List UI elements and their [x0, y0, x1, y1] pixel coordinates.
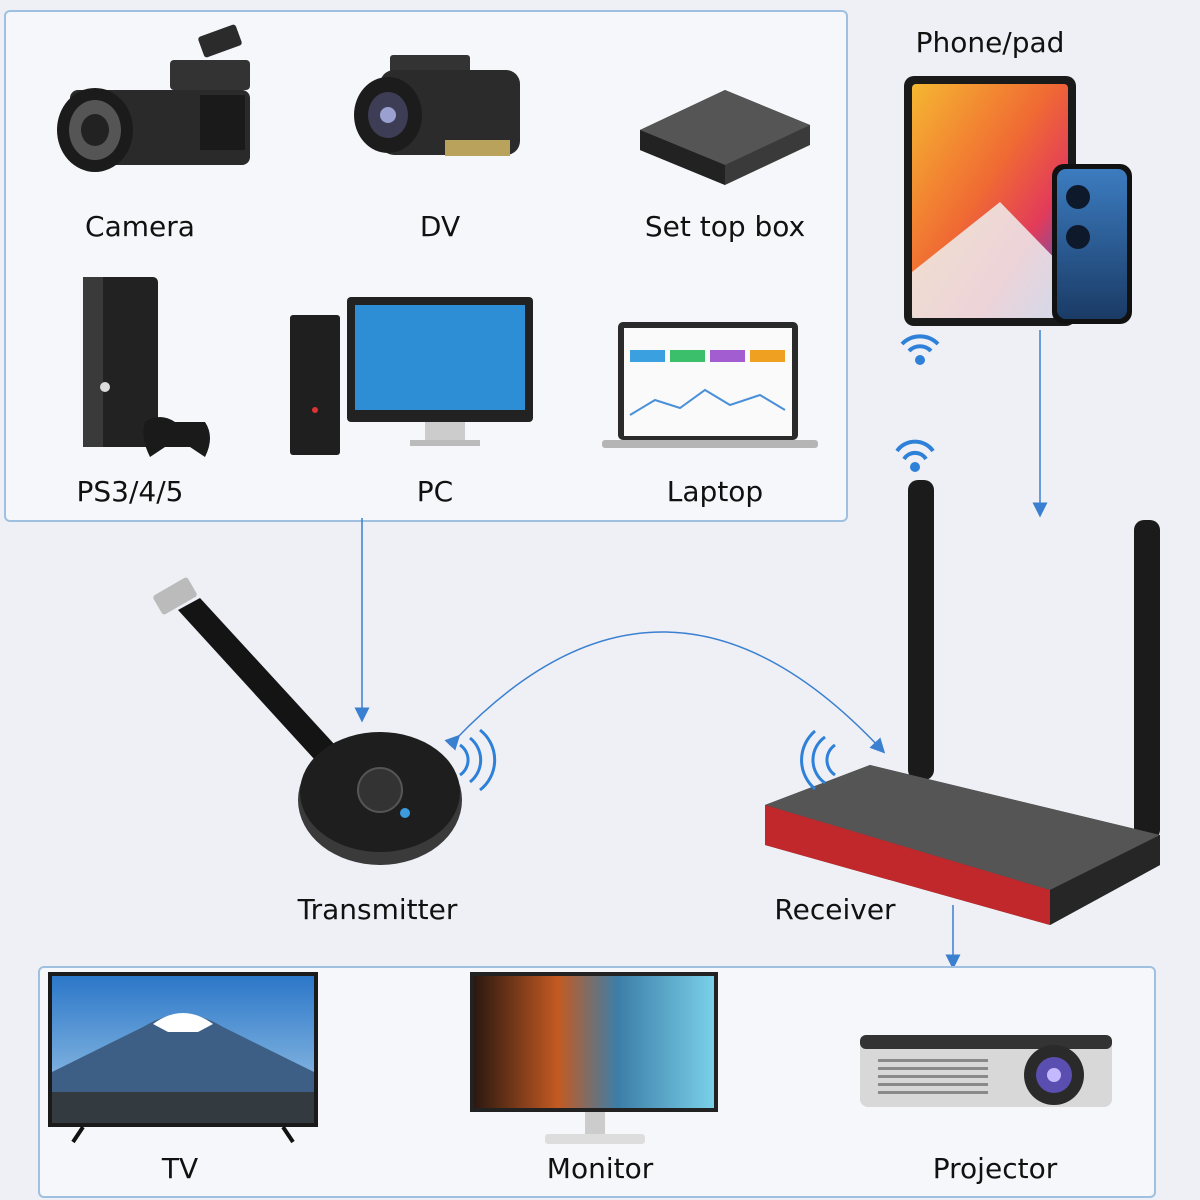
tv-label: TV	[161, 1152, 199, 1185]
tv-image	[48, 972, 318, 1147]
dv-image	[350, 45, 530, 175]
projector-label: Projector	[932, 1152, 1058, 1185]
camera-image	[50, 20, 260, 190]
phone-pad-image	[900, 72, 1135, 332]
receiver-label: Receiver	[774, 893, 896, 926]
monitor-label: Monitor	[546, 1152, 654, 1185]
receiver-image	[760, 435, 1170, 935]
set-top-box-image	[630, 80, 820, 190]
dv-label: DV	[419, 210, 461, 243]
wifi-signal-icon	[895, 330, 945, 372]
ps-console-image	[75, 272, 215, 472]
pc-image	[285, 295, 540, 460]
laptop-image	[600, 320, 820, 450]
ps-label: PS3/4/5	[76, 475, 184, 508]
set-top-box-label: Set top box	[644, 210, 806, 243]
laptop-label: Laptop	[666, 475, 764, 508]
monitor-image	[470, 972, 720, 1152]
phone-pad-label: Phone/pad	[915, 26, 1065, 59]
projector-image	[858, 1025, 1118, 1115]
pc-label: PC	[416, 475, 454, 508]
transmitter-image	[150, 570, 510, 870]
transmitter-label: Transmitter	[297, 893, 458, 926]
camera-label: Camera	[85, 210, 195, 243]
